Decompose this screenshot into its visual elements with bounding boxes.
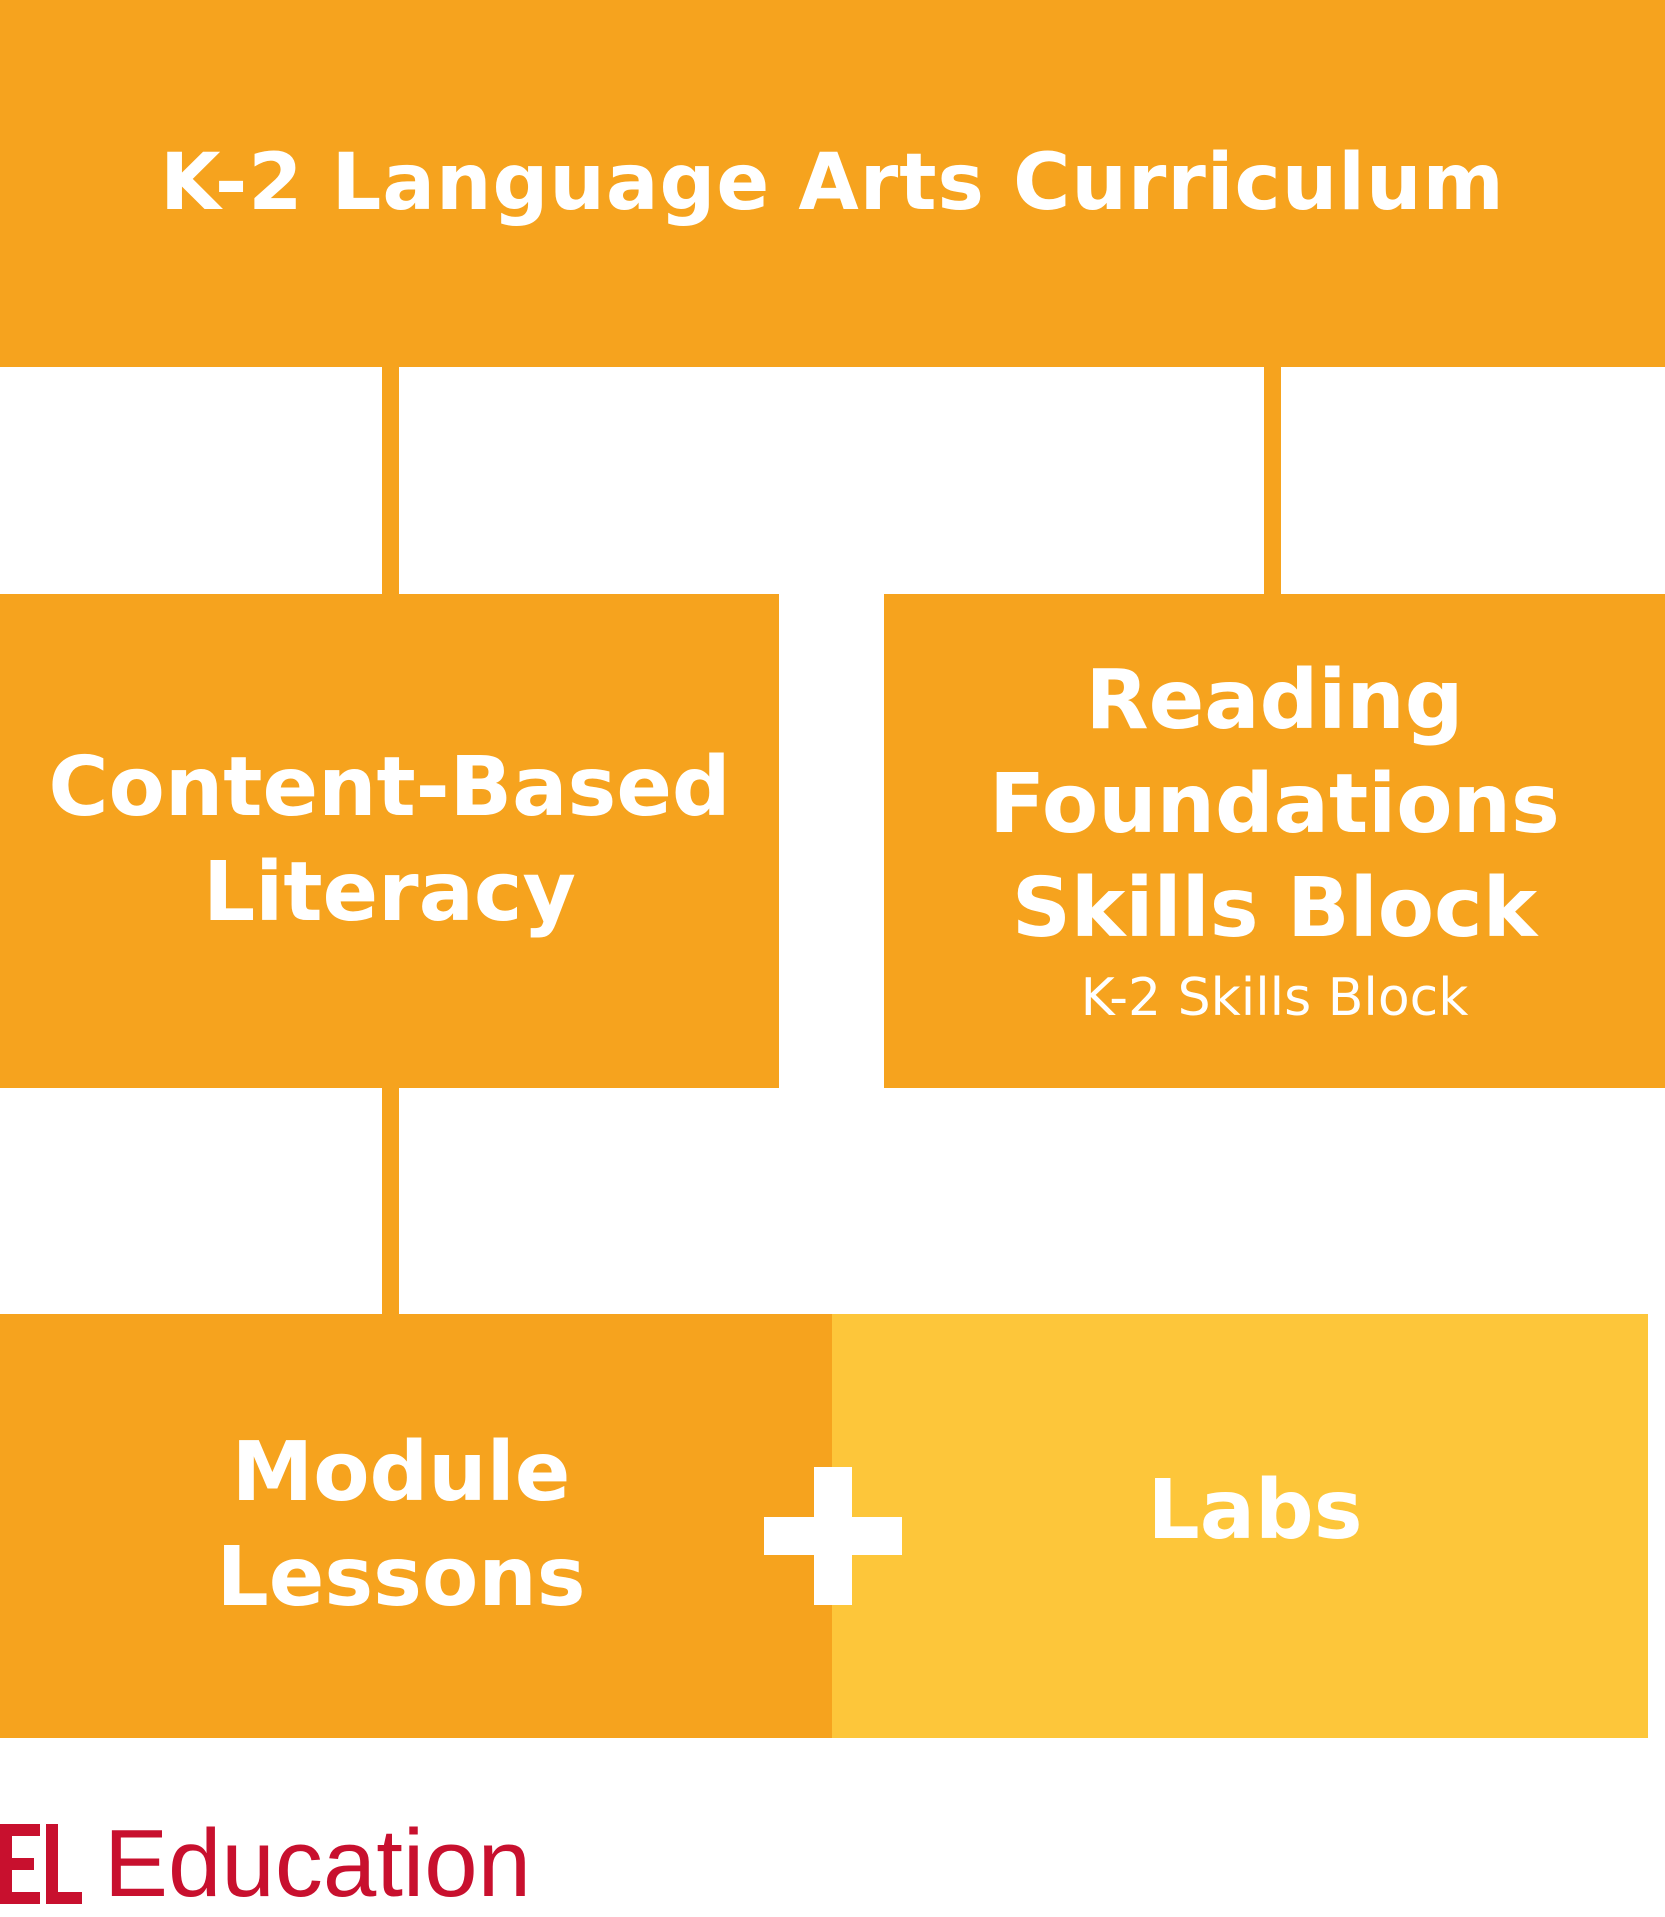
content-based-literacy-node: Content-Based Literacy [0, 594, 779, 1088]
el-logo-mark-icon [0, 1824, 82, 1904]
module-label-line-2: Lessons [216, 1530, 586, 1625]
reading-foundations-node: Reading Foundations Skills Block K-2 Ski… [884, 594, 1665, 1088]
root-node-label: K-2 Language Arts Curriculum [160, 138, 1505, 229]
root-node: K-2 Language Arts Curriculum [0, 0, 1665, 367]
reading-label-line-1: Reading [1085, 653, 1464, 749]
reading-label-line-3: Skills Block [1011, 861, 1538, 957]
plus-icon [764, 1467, 902, 1605]
connector-root-to-content [382, 367, 399, 594]
labs-node: Labs [832, 1314, 1648, 1738]
connector-root-to-reading [1264, 367, 1281, 594]
reading-label-line-2: Foundations [989, 757, 1560, 853]
logo-text: Education [104, 1810, 531, 1917]
reading-subtitle: K-2 Skills Block [1080, 968, 1469, 1029]
content-based-label-line-1: Content-Based [48, 740, 731, 836]
content-based-label-line-2: Literacy [202, 845, 576, 940]
connector-content-to-module [382, 1088, 399, 1314]
module-lessons-node: Module Lessons [0, 1314, 832, 1738]
labs-label: Labs [1147, 1462, 1363, 1558]
module-label-line-1: Module [231, 1425, 571, 1521]
el-education-logo: Education [0, 1814, 531, 1914]
